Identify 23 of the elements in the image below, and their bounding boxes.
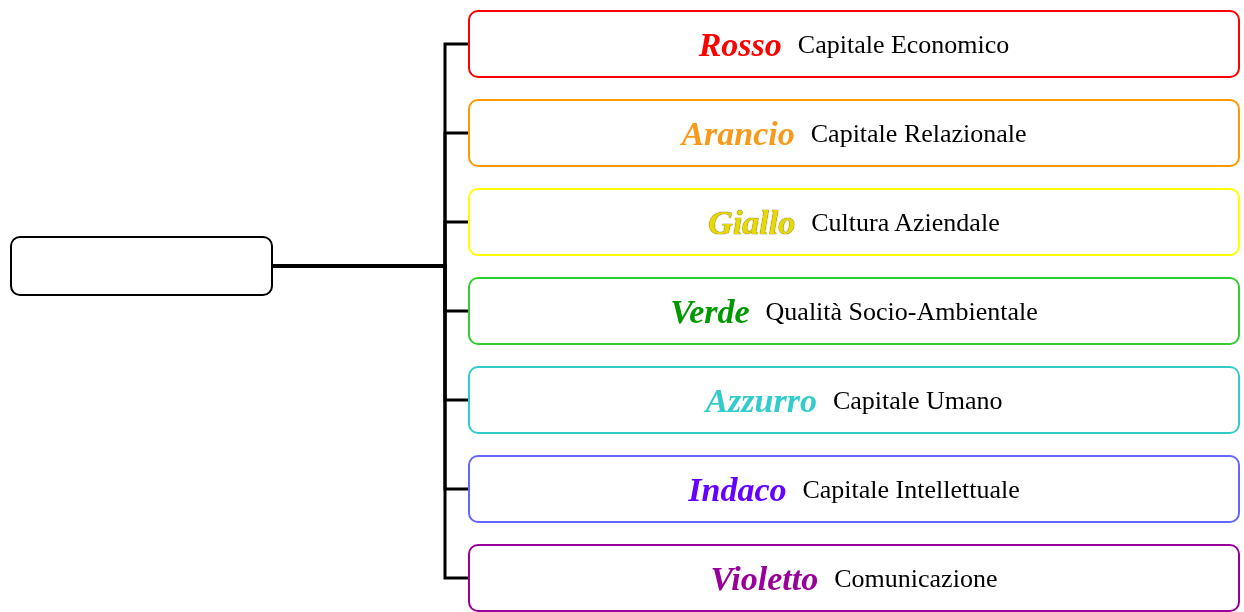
category-box	[468, 10, 1240, 78]
color-name: Violetto	[710, 558, 819, 599]
color-name: Azzurro	[705, 380, 817, 421]
category-box	[468, 366, 1240, 434]
category-label: Capitale Relazionale	[810, 117, 1027, 150]
category-label: Capitale Economico	[797, 28, 1010, 61]
category-box	[468, 188, 1240, 256]
color-name: Arancio	[681, 113, 795, 154]
category-box	[468, 455, 1240, 523]
color-name: Rosso	[698, 24, 782, 65]
color-name: Giallo	[708, 202, 796, 243]
connector-line	[273, 264, 468, 580]
category-label: Comunicazione	[834, 562, 998, 595]
color-name: Verde	[670, 291, 750, 332]
category-label: Capitale Intellettuale	[802, 473, 1020, 506]
category-box	[468, 544, 1240, 612]
color-name: Indaco	[688, 469, 787, 510]
category-label: Cultura Aziendale	[811, 206, 1000, 239]
category-label: Capitale Umano	[832, 384, 1003, 417]
root-box	[10, 236, 273, 296]
category-box	[468, 277, 1240, 345]
category-label: Qualità Socio-Ambientale	[765, 295, 1038, 328]
category-box	[468, 99, 1240, 167]
